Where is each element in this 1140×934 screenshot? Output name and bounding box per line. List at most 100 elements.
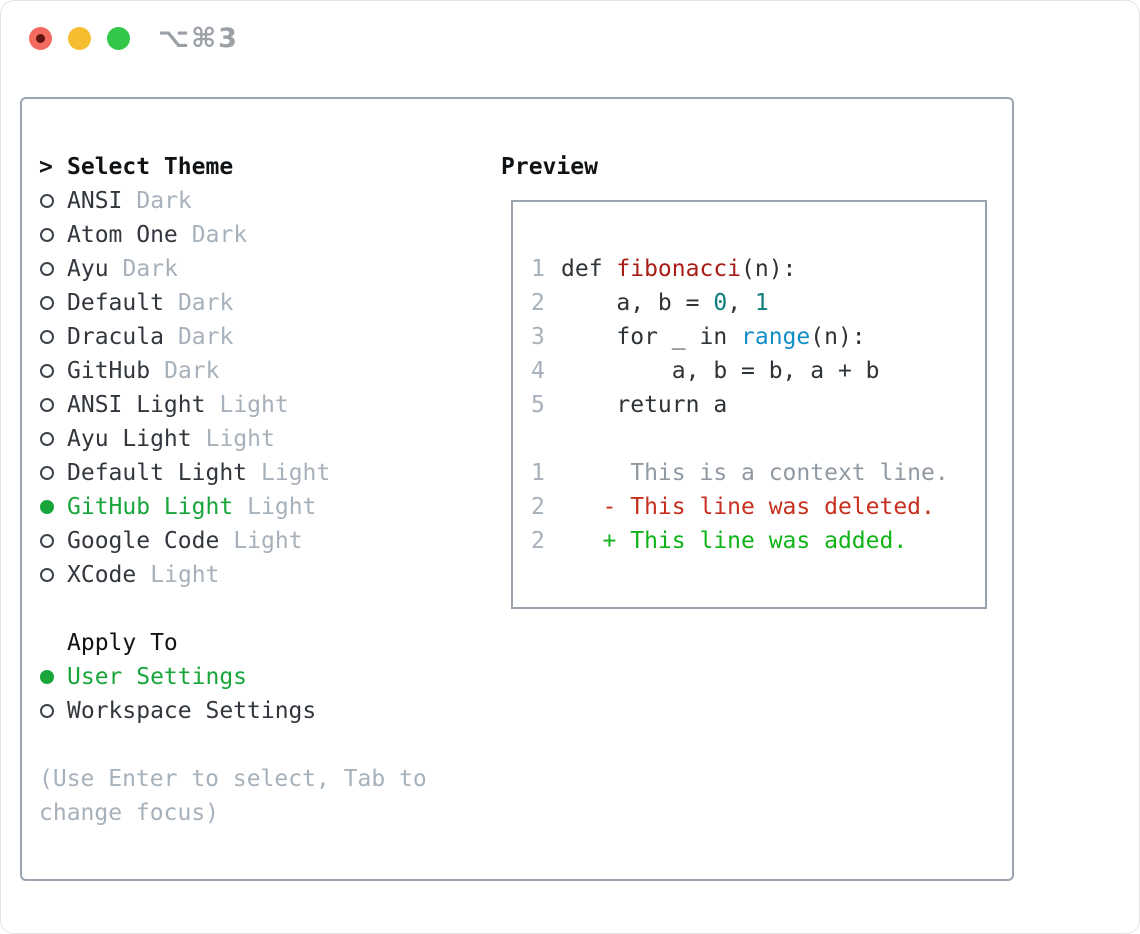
code-text: a, b = b, a + b [561, 358, 880, 384]
minimize-button[interactable] [68, 26, 91, 50]
preview-code-line: 2 a, b = 0, 1 [531, 286, 985, 320]
theme-option-variant: Light [205, 426, 275, 452]
radio-marker [39, 194, 67, 208]
theme-option-variant: Dark [191, 222, 248, 248]
radio-icon [40, 466, 54, 480]
radio-marker [39, 568, 67, 582]
radio-icon [40, 704, 54, 718]
line-number: 2 [531, 528, 545, 554]
theme-option-name: Dracula [67, 324, 164, 350]
theme-option-name: GitHub Light [67, 494, 234, 520]
code-text: return a [561, 392, 728, 418]
apply-option[interactable]: User Settings [39, 660, 501, 694]
zoom-button[interactable] [107, 26, 130, 50]
line-number: 2 [531, 290, 545, 316]
theme-option-variant: Dark [136, 188, 192, 214]
theme-option-name: Default [67, 290, 164, 316]
apply-to-header: Apply To [39, 626, 501, 660]
traffic-lights [29, 26, 130, 50]
preview-header: Preview [501, 150, 1012, 184]
preview-code-line: 1 This is a context line. [531, 456, 985, 490]
theme-option-name: ANSI Light [67, 392, 206, 418]
code-text: + This line was added. [561, 528, 908, 554]
theme-option[interactable]: GitHub Dark [39, 354, 501, 388]
select-theme-title: Select Theme [67, 154, 234, 180]
radio-icon [40, 262, 54, 276]
radio-marker [39, 262, 67, 276]
theme-option[interactable]: Google Code Light [39, 524, 501, 558]
theme-option-name: GitHub [67, 358, 151, 384]
theme-option-variant: Light [261, 460, 331, 486]
select-theme-header: > Select Theme [39, 150, 501, 184]
theme-option[interactable]: GitHub Light Light [39, 490, 501, 524]
radio-marker [39, 364, 67, 378]
line-number: 2 [531, 494, 545, 520]
theme-option-variant: Light [219, 392, 289, 418]
radio-marker [39, 466, 67, 480]
line-number: 5 [531, 392, 545, 418]
apply-option-label: User Settings [67, 664, 248, 690]
radio-icon [40, 296, 54, 310]
theme-option-variant: Light [150, 562, 220, 588]
preview-code-line: 2 + This line was added. [531, 524, 985, 558]
theme-option-variant: Dark [164, 358, 220, 384]
theme-option[interactable]: Atom One Dark [39, 218, 501, 252]
theme-option-name: Atom One [67, 222, 178, 248]
radio-marker [39, 432, 67, 446]
theme-option-name: Google Code [67, 528, 220, 554]
code-text: - This line was deleted. [561, 494, 935, 520]
preview-code-line: 3 for _ in range(n): [531, 320, 985, 354]
theme-option[interactable]: XCode Light [39, 558, 501, 592]
line-number: 1 [531, 460, 545, 486]
theme-option-name: Ayu [67, 256, 109, 282]
cursor-icon: > [39, 154, 53, 180]
radio-icon [40, 670, 54, 684]
code-text: a, b = 0, 1 [561, 290, 769, 316]
apply-option-label: Workspace Settings [67, 698, 317, 724]
theme-option-variant: Dark [177, 324, 234, 350]
radio-marker [39, 704, 67, 718]
radio-icon [40, 568, 54, 582]
code-text: def fibonacci(n): [561, 256, 797, 282]
radio-icon [40, 364, 54, 378]
theme-option[interactable]: Default Dark [39, 286, 501, 320]
radio-icon [40, 398, 54, 412]
keyboard-hint: (Use Enter to select, Tab to change focu… [39, 766, 427, 826]
radio-icon [40, 228, 54, 242]
preview-code-line: 4 a, b = b, a + b [531, 354, 985, 388]
line-number: 4 [531, 358, 545, 384]
theme-option-variant: Light [247, 494, 317, 520]
radio-marker [39, 398, 67, 412]
theme-option-variant: Dark [177, 290, 234, 316]
theme-option-variant: Light [233, 528, 303, 554]
radio-marker [39, 296, 67, 310]
preview-title: Preview [501, 154, 598, 180]
cursor-marker: > [39, 150, 67, 184]
theme-option[interactable]: Dracula Dark [39, 320, 501, 354]
close-button[interactable] [29, 26, 52, 50]
preview-code-line: 2 - This line was deleted. [531, 490, 985, 524]
apply-option[interactable]: Workspace Settings [39, 694, 501, 728]
preview-code-line [531, 422, 985, 456]
code-text: This is a context line. [561, 460, 949, 486]
radio-icon [40, 500, 54, 514]
radio-marker [39, 330, 67, 344]
radio-icon [40, 330, 54, 344]
preview-code-line: 5 return a [531, 388, 985, 422]
line-number: 3 [531, 324, 545, 350]
radio-marker [39, 534, 67, 548]
theme-option[interactable]: ANSI Light Light [39, 388, 501, 422]
radio-marker [39, 670, 67, 684]
radio-marker [39, 500, 67, 514]
titlebar: ⌥⌘3 [1, 1, 1139, 75]
theme-option-name: XCode [67, 562, 137, 588]
